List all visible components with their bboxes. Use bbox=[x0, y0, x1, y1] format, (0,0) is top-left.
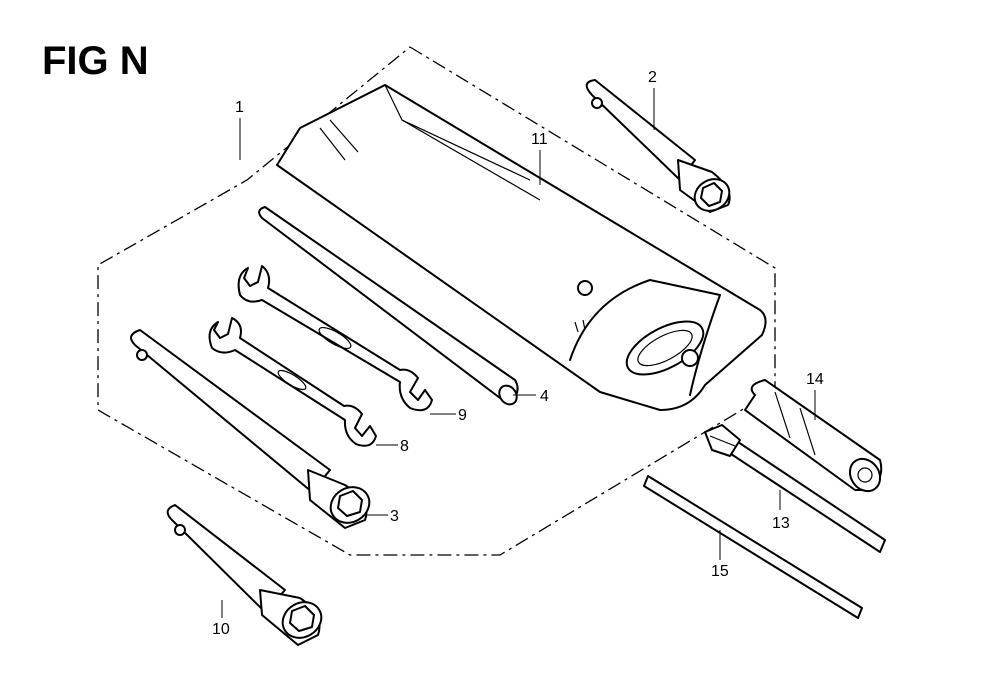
wrench-part-9[interactable] bbox=[237, 265, 433, 412]
callout-1: 1 bbox=[235, 99, 244, 116]
callout-9: 9 bbox=[458, 407, 467, 424]
wrench-part-8[interactable] bbox=[208, 317, 377, 447]
rod-part-15[interactable] bbox=[643, 475, 863, 619]
screwdriver-handle-part-14[interactable] bbox=[744, 379, 886, 497]
snap-stud bbox=[577, 280, 593, 296]
callout-13: 13 bbox=[772, 515, 790, 532]
tool-kit-boundary bbox=[97, 46, 776, 556]
tool-bag-part-11[interactable] bbox=[276, 84, 767, 411]
figure-title: FIG N bbox=[42, 39, 149, 83]
leader-lines bbox=[221, 88, 816, 618]
callout-3: 3 bbox=[390, 508, 399, 525]
bag-logo-emblem bbox=[625, 320, 705, 376]
box-wrench-part-10[interactable] bbox=[166, 504, 328, 646]
callout-15: 15 bbox=[711, 563, 729, 580]
box-wrench-part-2[interactable] bbox=[585, 79, 735, 217]
callout-4: 4 bbox=[540, 388, 549, 405]
callout-8: 8 bbox=[400, 438, 409, 455]
callout-11: 11 bbox=[531, 131, 548, 148]
box-wrench-part-3[interactable] bbox=[130, 329, 376, 530]
callout-14: 14 bbox=[806, 371, 824, 388]
screwdriver-shaft-part-13[interactable] bbox=[704, 424, 886, 553]
handle-bar-part-4[interactable] bbox=[258, 206, 520, 408]
snap-button bbox=[681, 349, 699, 367]
callout-2: 2 bbox=[648, 69, 657, 86]
callout-10: 10 bbox=[212, 621, 230, 638]
